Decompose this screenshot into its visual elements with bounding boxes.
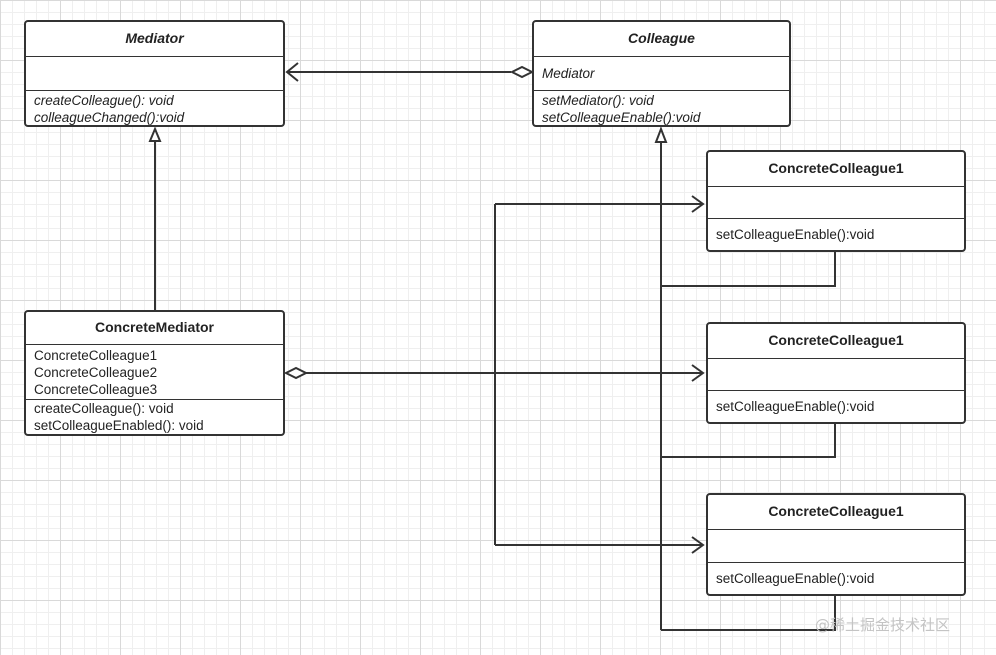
method: setColleagueEnabled(): void <box>34 418 204 433</box>
methods-section: createColleague(): void colleagueChanged… <box>26 91 283 126</box>
class-name: ConcreteColleague1 <box>708 324 964 359</box>
concrete-colleague-class[interactable]: ConcreteColleague1 setColleagueEnable():… <box>706 322 966 424</box>
aggregation-diamond <box>509 65 535 79</box>
colleague-class[interactable]: Colleague Mediator setMediator(): void s… <box>532 20 791 127</box>
concrete-mediator-class[interactable]: ConcreteMediator ConcreteColleague1 Conc… <box>24 310 285 436</box>
class-name: ConcreteColleague1 <box>708 495 964 530</box>
methods-section: setColleagueEnable():void <box>708 219 964 243</box>
attribute: ConcreteColleague2 <box>34 365 158 380</box>
class-name: Colleague <box>534 22 789 57</box>
generalization-branch-3 <box>661 596 836 631</box>
concrete-colleague-class[interactable]: ConcreteColleague1 setColleagueEnable():… <box>706 493 966 596</box>
generalization-triangle <box>654 126 668 143</box>
attribute: ConcreteColleague1 <box>34 348 158 363</box>
aggregation-diamond <box>283 366 309 380</box>
method: createColleague(): void <box>34 93 174 108</box>
method: setColleagueEnable():void <box>542 110 701 125</box>
attribute: ConcreteColleague3 <box>34 382 158 397</box>
methods-section: setColleagueEnable():void <box>708 563 964 587</box>
watermark: @稀土掘金技术社区 <box>815 616 951 634</box>
method: setColleagueEnable():void <box>716 571 875 586</box>
method: setColleagueEnable():void <box>716 399 875 414</box>
open-arrowhead <box>691 364 705 382</box>
methods-section: setMediator(): void setColleagueEnable()… <box>534 91 789 126</box>
open-arrowhead <box>285 62 299 82</box>
generalization-branch-2 <box>661 424 836 458</box>
method: setMediator(): void <box>542 93 654 108</box>
generalization-triangle <box>148 126 162 142</box>
attributes-section: Mediator <box>534 57 789 91</box>
generalization-branch-1 <box>661 252 836 287</box>
method: setColleagueEnable():void <box>716 227 875 242</box>
attributes-section <box>708 359 964 391</box>
method: colleagueChanged():void <box>34 110 185 125</box>
attributes-section: ConcreteColleague1 ConcreteColleague2 Co… <box>26 345 283 400</box>
mediator-class[interactable]: Mediator createColleague(): void colleag… <box>24 20 285 127</box>
methods-section: createColleague(): void setColleagueEnab… <box>26 400 283 434</box>
attributes-section <box>708 187 964 219</box>
methods-section: setColleagueEnable():void <box>708 391 964 415</box>
attributes-section <box>708 530 964 563</box>
class-name: Mediator <box>26 22 283 57</box>
attributes-section <box>26 57 283 91</box>
class-name: ConcreteMediator <box>26 312 283 345</box>
open-arrowhead <box>691 536 705 554</box>
open-arrowhead <box>691 195 705 213</box>
class-name: ConcreteColleague1 <box>708 152 964 187</box>
method: createColleague(): void <box>34 401 174 416</box>
concrete-colleague-class[interactable]: ConcreteColleague1 setColleagueEnable():… <box>706 150 966 252</box>
attribute: Mediator <box>542 66 595 81</box>
